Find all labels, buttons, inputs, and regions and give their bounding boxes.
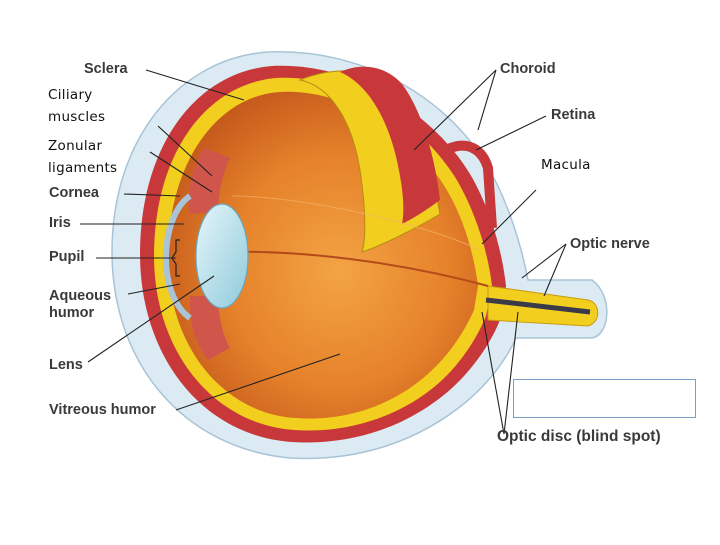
cut-plane xyxy=(227,250,489,287)
label-cornea: Cornea xyxy=(49,185,99,201)
label-zonular-ligaments-2: ligaments xyxy=(48,160,118,176)
label-aqueous-humor-2: humor xyxy=(49,305,95,321)
blank-label-box xyxy=(513,379,696,418)
cornea-shape xyxy=(163,193,192,321)
label-ciliary-muscles-1: Ciliary xyxy=(48,87,93,103)
label-iris: Iris xyxy=(49,215,71,231)
label-sclera: Sclera xyxy=(84,61,128,77)
label-aqueous-humor-1: Aqueous xyxy=(49,288,112,304)
label-optic-disc: Optic disc (blind spot) xyxy=(497,428,661,445)
label-retina: Retina xyxy=(551,107,596,123)
label-lens: Lens xyxy=(49,357,83,373)
label-macula: Macula xyxy=(541,157,591,173)
leader-lines xyxy=(80,69,567,435)
label-optic-nerve: Optic nerve xyxy=(570,236,650,252)
ciliary-body-lower xyxy=(189,296,230,360)
label-ciliary-muscles-2: muscles xyxy=(48,109,106,125)
label-zonular-ligaments-1: Zonular xyxy=(48,138,103,154)
label-pupil: Pupil xyxy=(49,249,85,265)
label-vitreous-humor: Vitreous humor xyxy=(49,402,156,418)
lens-shape xyxy=(195,203,249,309)
choroid-right-fold xyxy=(443,140,497,229)
label-choroid: Choroid xyxy=(500,61,556,77)
choroid-flap xyxy=(340,66,440,224)
pupil-bracket xyxy=(171,239,180,277)
optic-nerve-core xyxy=(485,297,591,315)
